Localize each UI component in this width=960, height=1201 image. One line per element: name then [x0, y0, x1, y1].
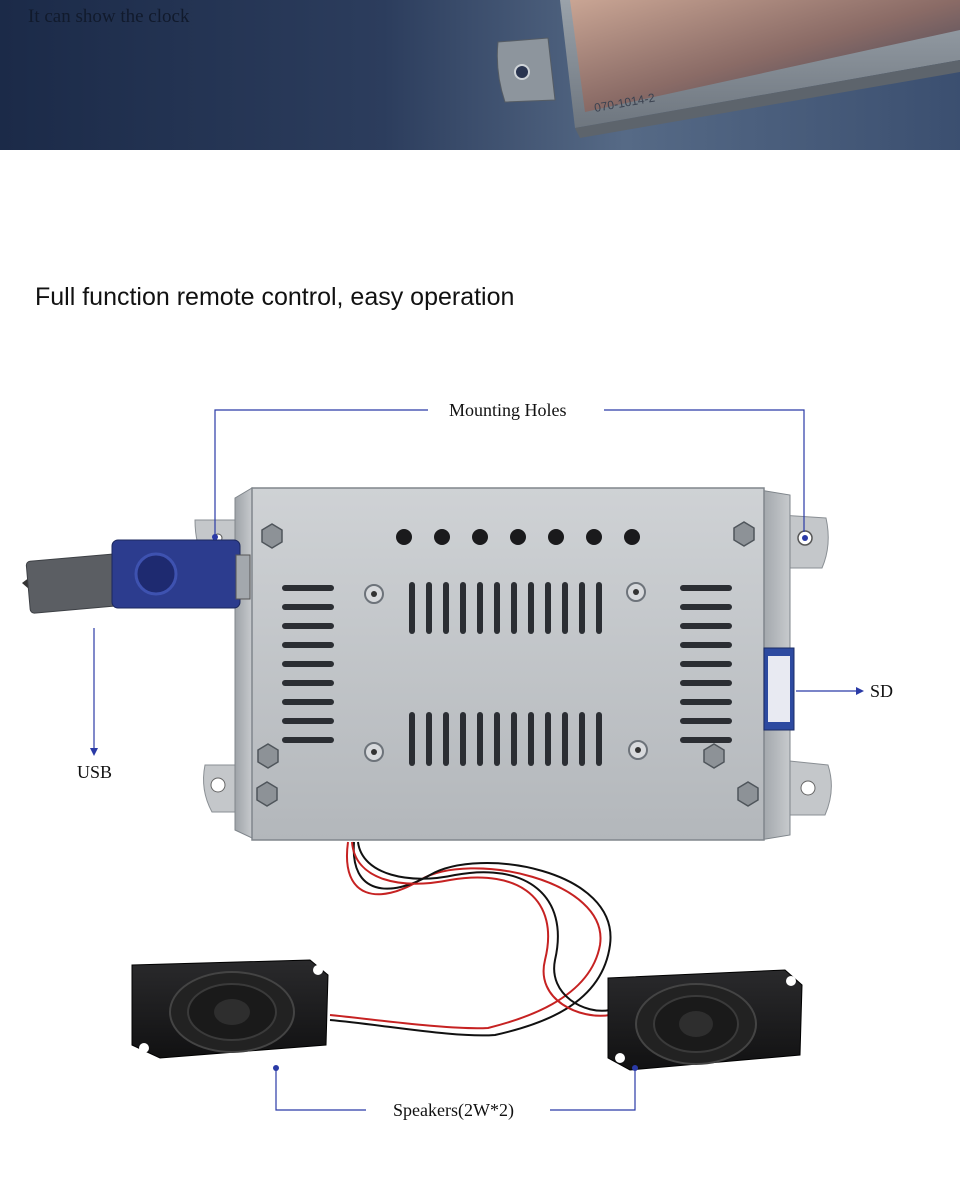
speaker-right [607, 969, 803, 1071]
speaker-wires [329, 841, 612, 1037]
mounting-holes-label: Mounting Holes [441, 400, 575, 421]
vent-slots [282, 582, 732, 766]
case-screws [256, 521, 759, 807]
sd-label: SD [870, 681, 894, 702]
banner-caption: It can show the clock [28, 6, 190, 27]
top-banner: 070-1014-2 It can show the clock [0, 0, 960, 150]
usb-label: USB [77, 762, 113, 783]
callout-markers [90, 534, 864, 1071]
button-row [396, 529, 640, 545]
callout-lines [93, 409, 856, 1111]
speaker-left [131, 959, 329, 1059]
usb-flash-drive [22, 539, 251, 614]
monitor-photo: 070-1014-2 [496, 0, 960, 138]
sd-card [763, 647, 795, 731]
speakers-label: Speakers(2W*2) [385, 1100, 522, 1121]
standoffs [364, 582, 648, 762]
section-heading: Full function remote control, easy opera… [35, 283, 515, 311]
